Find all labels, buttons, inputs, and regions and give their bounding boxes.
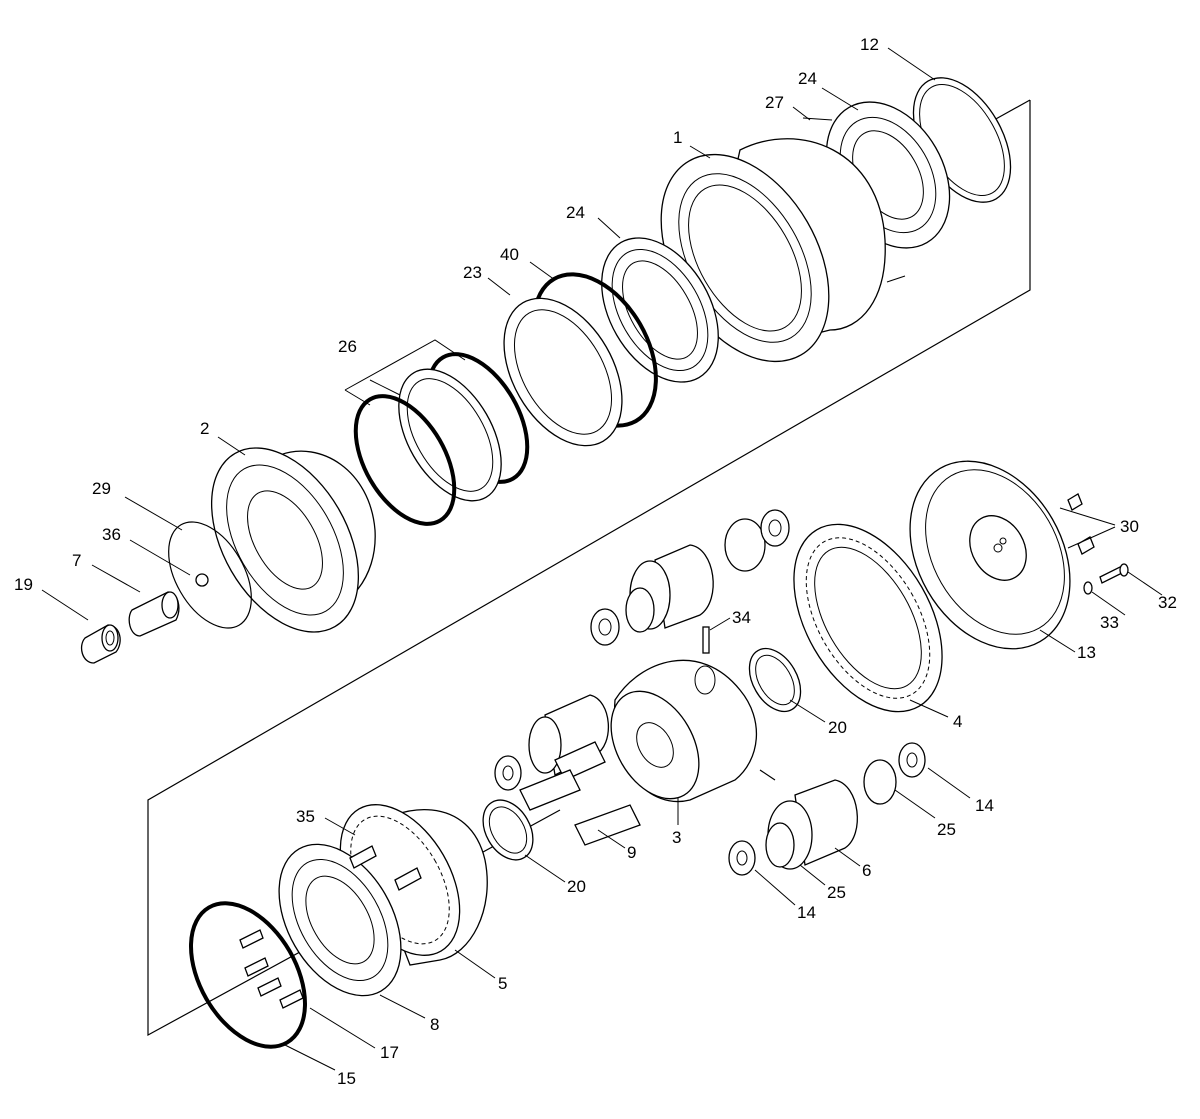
part-9-pin-right — [759, 769, 776, 781]
label-25-right: 25 — [937, 820, 956, 839]
label-36: 36 — [102, 525, 121, 544]
part-20-thrust-ring-left — [482, 799, 534, 861]
leader-lines — [41, 47, 1163, 1071]
part-13-cover — [909, 460, 1071, 650]
label-25-lower: 25 — [827, 883, 846, 902]
label-5: 5 — [498, 974, 507, 993]
label-6: 6 — [862, 861, 871, 880]
part-7-coupling — [128, 591, 180, 637]
label-3: 3 — [672, 828, 681, 847]
part-6-planet-gear — [728, 742, 926, 876]
part-34-pin — [702, 626, 710, 654]
label-15: 15 — [337, 1069, 356, 1088]
label-40: 40 — [500, 245, 519, 264]
label-14-lower: 14 — [797, 903, 816, 922]
label-13: 13 — [1077, 643, 1096, 662]
left-planet-gear-assembly — [494, 694, 641, 846]
part-1-housing — [660, 117, 906, 363]
upper-planet-gear-assembly — [590, 509, 790, 646]
label-9: 9 — [627, 843, 636, 862]
label-2: 2 — [200, 419, 209, 438]
label-32: 32 — [1158, 593, 1177, 612]
label-8: 8 — [430, 1015, 439, 1034]
part-2-hub — [210, 447, 376, 633]
label-27: 27 — [765, 93, 784, 112]
label-19: 19 — [14, 575, 33, 594]
part-labels: 12 24 27 1 24 40 23 26 2 29 36 7 19 30 3… — [14, 35, 1177, 1088]
label-35: 35 — [296, 807, 315, 826]
part-33-washer — [1083, 581, 1093, 595]
part-30-plugs — [1067, 493, 1095, 555]
part-24-bearing-middle — [601, 237, 719, 383]
part-26-seal-set — [344, 339, 530, 526]
label-33: 33 — [1100, 613, 1119, 632]
label-1: 1 — [673, 128, 682, 147]
label-20-left: 20 — [567, 877, 586, 896]
part-3-carrier — [610, 659, 758, 803]
part-8-flange — [278, 843, 422, 997]
label-24-upper: 24 — [798, 69, 817, 88]
label-23: 23 — [463, 263, 482, 282]
part-15-o-ring — [189, 901, 307, 1049]
label-12: 12 — [860, 35, 879, 54]
part-4-ring-gear — [793, 523, 943, 713]
part-20-thrust-ring-right — [748, 647, 802, 713]
label-30: 30 — [1120, 517, 1139, 536]
label-34: 34 — [732, 608, 751, 627]
label-14-right: 14 — [975, 796, 994, 815]
part-32-bolt — [1099, 563, 1129, 584]
part-36-plug — [195, 573, 209, 587]
label-4: 4 — [953, 712, 962, 731]
label-26: 26 — [338, 337, 357, 356]
part-23-seal-ring — [503, 297, 623, 447]
part-19-bushing — [80, 624, 121, 664]
part-29-ring — [168, 521, 252, 629]
label-17: 17 — [380, 1043, 399, 1062]
label-20-right: 20 — [828, 718, 847, 737]
label-7: 7 — [72, 551, 81, 570]
label-24-middle: 24 — [566, 203, 585, 222]
label-29: 29 — [92, 479, 111, 498]
